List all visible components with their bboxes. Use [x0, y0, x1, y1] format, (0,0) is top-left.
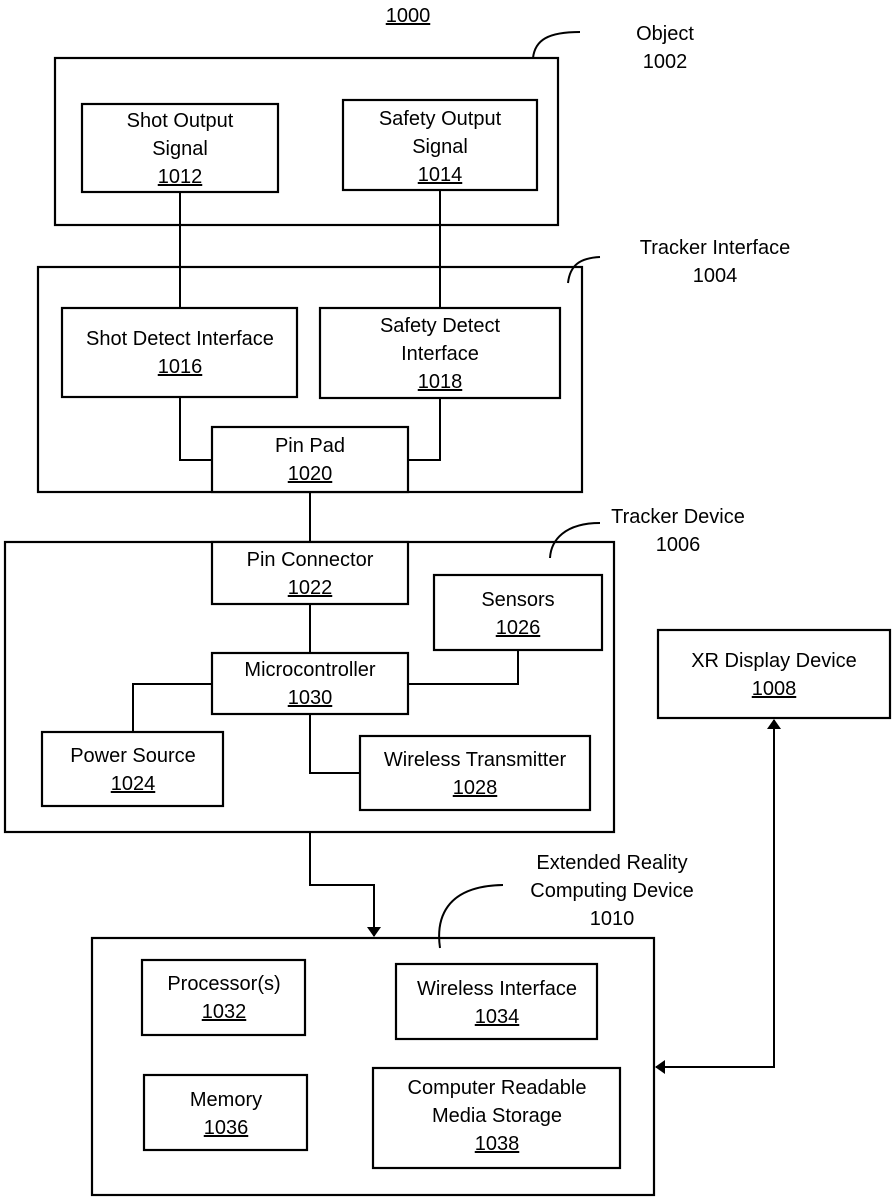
block-label: Signal: [152, 138, 208, 160]
connector-microcontroller-to-power-source: [132, 683, 212, 732]
connector-microcontroller-to-sensors: [408, 650, 519, 685]
shot-detect-interface-block: Shot Detect Interface 1016: [60, 306, 299, 399]
block-label: Pin Pad: [275, 435, 345, 457]
processors-block: Processor(s) 1032: [140, 958, 307, 1037]
connector-safety-detect-to-pin-pad: [408, 398, 441, 461]
tracker-device-label: Tracker Device: [611, 506, 745, 528]
xr-computing-device-label-line1: Extended Reality: [536, 852, 687, 874]
figure-number: 1000: [386, 5, 431, 27]
block-number: 1036: [204, 1117, 249, 1139]
block-number: 1028: [453, 777, 498, 799]
pin-connector-block: Pin Connector 1022: [210, 540, 410, 606]
block-label: Computer Readable: [408, 1077, 587, 1099]
block-number: 1032: [202, 1001, 247, 1023]
xr-display-device-block: XR Display Device 1008: [656, 628, 892, 720]
block-number: 1008: [752, 678, 797, 700]
object-label: Object: [636, 23, 694, 45]
block-number: 1018: [418, 371, 463, 393]
tracker-device-leader-line: [549, 522, 601, 559]
block-number: 1014: [418, 164, 463, 186]
tracker-interface-number: 1004: [693, 265, 738, 287]
block-label: Memory: [190, 1089, 262, 1111]
block-label: Interface: [401, 343, 479, 365]
xr-computing-device-leader-line: [438, 884, 504, 949]
xr-computing-device-number: 1010: [590, 908, 635, 930]
block-number: 1016: [158, 356, 203, 378]
block-label: Wireless Transmitter: [384, 749, 567, 771]
block-label: Wireless Interface: [417, 978, 577, 1000]
wireless-transmitter-block: Wireless Transmitter 1028: [358, 734, 592, 812]
power-source-block: Power Source 1024: [40, 730, 225, 808]
block-label: Pin Connector: [247, 549, 374, 571]
block-label: Media Storage: [432, 1105, 562, 1127]
block-number: 1034: [475, 1006, 520, 1028]
tracker-interface-label: Tracker Interface: [640, 237, 790, 259]
xr-computing-device-label-line2: Computing Device: [530, 880, 693, 902]
block-label: Processor(s): [167, 973, 280, 995]
tracker-interface-leader-line: [567, 256, 601, 284]
sensors-block: Sensors 1026: [432, 573, 604, 652]
wireless-interface-block: Wireless Interface 1034: [394, 962, 599, 1041]
block-number: 1026: [496, 617, 541, 639]
connector-shot-detect-to-pin-pad: [179, 397, 212, 461]
pin-pad-block: Pin Pad 1020: [210, 425, 410, 494]
block-number: 1012: [158, 166, 203, 188]
block-label: Shot Output: [127, 110, 234, 132]
block-number: 1020: [288, 463, 333, 485]
block-label: Safety Detect: [380, 315, 501, 337]
block-number: 1030: [288, 687, 333, 709]
object-leader-line: [532, 31, 581, 59]
block-number: 1022: [288, 577, 333, 599]
block-number: 1024: [111, 773, 156, 795]
arrow-tracker-device-to-xr-computing-device: [309, 832, 381, 937]
shot-output-signal-block: Shot Output Signal 1012: [80, 102, 280, 194]
object-number: 1002: [643, 51, 688, 73]
crm-storage-block: Computer Readable Media Storage 1038: [371, 1066, 622, 1170]
block-label: Shot Detect Interface: [86, 328, 274, 350]
block-label: Safety Output: [379, 108, 502, 130]
microcontroller-block: Microcontroller 1030: [210, 651, 410, 716]
arrow-xr-computing-device-to-xr-display-device: [655, 719, 781, 1074]
block-label: Microcontroller: [244, 659, 375, 681]
block-label: XR Display Device: [691, 650, 857, 672]
tracker-device-number: 1006: [656, 534, 701, 556]
block-label: Power Source: [70, 745, 196, 767]
safety-detect-interface-block: Safety Detect Interface 1018: [318, 306, 562, 400]
block-label: Sensors: [481, 589, 554, 611]
block-label: Signal: [412, 136, 468, 158]
safety-output-signal-block: Safety Output Signal 1014: [341, 98, 539, 192]
memory-block: Memory 1036: [142, 1073, 309, 1152]
connector-microcontroller-to-wireless-transmitter: [309, 714, 360, 774]
block-number: 1038: [475, 1133, 520, 1155]
